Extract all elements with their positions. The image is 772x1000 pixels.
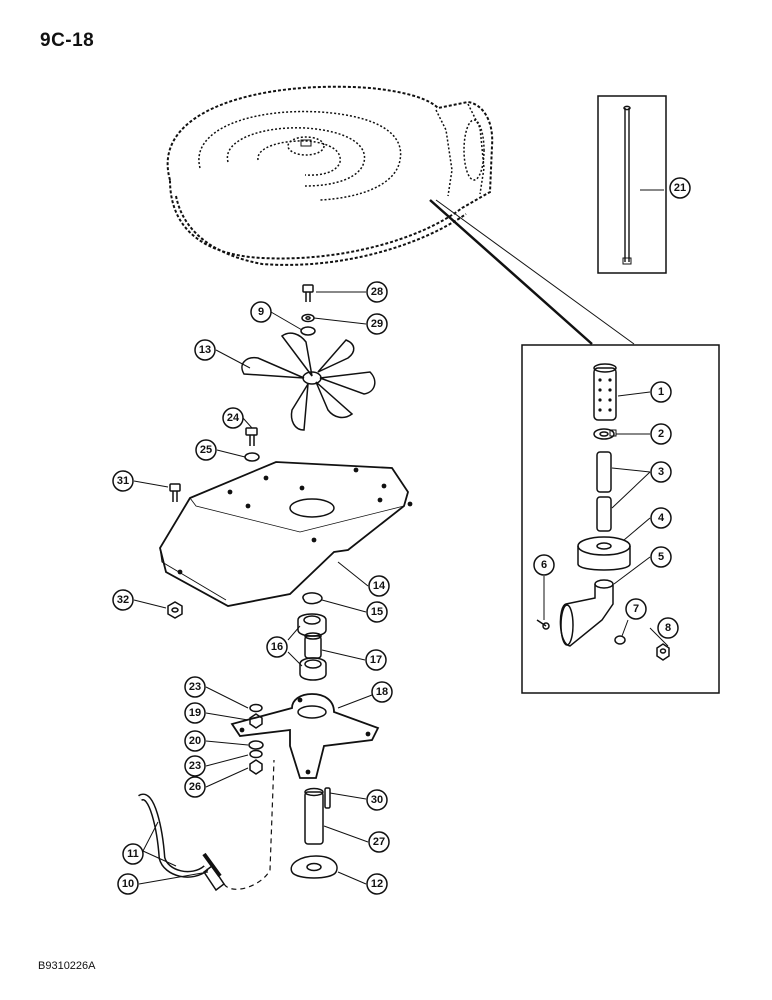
- callout-7: 7: [625, 598, 647, 620]
- callout-9: 9: [250, 301, 272, 323]
- callout-6-label: 6: [541, 559, 547, 571]
- callout-14-label: 14: [373, 580, 386, 592]
- hub-assembly: [230, 592, 380, 879]
- callout-21: 21: [669, 177, 691, 199]
- callout-26: 26: [184, 776, 206, 798]
- callout-20: 20: [184, 730, 206, 752]
- callout-1: 1: [650, 381, 672, 403]
- callout-24: 24: [222, 407, 244, 429]
- callout-15: 15: [366, 601, 388, 623]
- callout-31: 31: [112, 470, 134, 492]
- callout-20-label: 20: [189, 735, 201, 747]
- callout-5-label: 5: [658, 551, 664, 563]
- callout-17: 17: [365, 649, 387, 671]
- document-id: B9310226A: [38, 960, 96, 972]
- callout-18-label: 18: [376, 686, 388, 698]
- callout-3: 3: [650, 461, 672, 483]
- callout-29: 29: [366, 313, 388, 335]
- callout-16-label: 16: [271, 641, 283, 653]
- callout-15-label: 15: [371, 606, 383, 618]
- callout-11: 11: [122, 843, 144, 865]
- callout-3-label: 3: [658, 466, 664, 478]
- callout-2-label: 2: [658, 428, 664, 440]
- callout-12-label: 12: [371, 878, 383, 890]
- callout-7-label: 7: [633, 603, 639, 615]
- callout-19: 19: [184, 702, 206, 724]
- callout-31-label: 31: [117, 475, 129, 487]
- callout-23-top-label: 23: [189, 681, 201, 693]
- callout-21-label: 21: [674, 182, 686, 194]
- callout-6: 6: [533, 554, 555, 576]
- callout-23-bottom-label: 23: [189, 760, 201, 772]
- callout-16: 16: [266, 636, 288, 658]
- callout-13-label: 13: [199, 344, 211, 356]
- callout-26-label: 26: [189, 781, 201, 793]
- callout-10: 10: [117, 873, 139, 895]
- nut-stack: [248, 703, 264, 775]
- callout-25: 25: [195, 439, 217, 461]
- callout-23-bottom: 23: [184, 755, 206, 777]
- callout-30: 30: [366, 789, 388, 811]
- callout-32: 32: [112, 589, 134, 611]
- callout-27-label: 27: [373, 836, 385, 848]
- callout-17-label: 17: [370, 654, 382, 666]
- callout-32-label: 32: [117, 594, 129, 606]
- callout-28: 28: [366, 281, 388, 303]
- callout-28-label: 28: [371, 286, 383, 298]
- callout-11-label: 11: [127, 848, 139, 860]
- callout-13: 13: [194, 339, 216, 361]
- rod-box: [597, 95, 667, 274]
- callout-2: 2: [650, 423, 672, 445]
- callout-8: 8: [657, 617, 679, 639]
- inset-box: [521, 344, 720, 694]
- blower-housing: [166, 85, 494, 266]
- callout-10-label: 10: [122, 878, 134, 890]
- callout-25-label: 25: [200, 444, 212, 456]
- callout-18: 18: [371, 681, 393, 703]
- callout-1-label: 1: [658, 386, 664, 398]
- inset-leader: [429, 199, 635, 345]
- callout-24-label: 24: [227, 412, 240, 424]
- callout-4-label: 4: [658, 512, 665, 524]
- leader-lines: [133, 291, 669, 885]
- mounting-plate: [159, 461, 413, 619]
- hose-assembly: [138, 759, 275, 892]
- callout-19-label: 19: [189, 707, 201, 719]
- callout-23-top: 23: [184, 676, 206, 698]
- callout-30-label: 30: [371, 794, 383, 806]
- callout-29-label: 29: [371, 318, 383, 330]
- callout-4: 4: [650, 507, 672, 529]
- callout-14: 14: [368, 575, 390, 597]
- callout-12: 12: [366, 873, 388, 895]
- callout-8-label: 8: [665, 622, 671, 634]
- callout-9-label: 9: [258, 306, 264, 318]
- page-code: 9C-18: [40, 30, 95, 51]
- callout-27: 27: [368, 831, 390, 853]
- callout-5: 5: [650, 546, 672, 568]
